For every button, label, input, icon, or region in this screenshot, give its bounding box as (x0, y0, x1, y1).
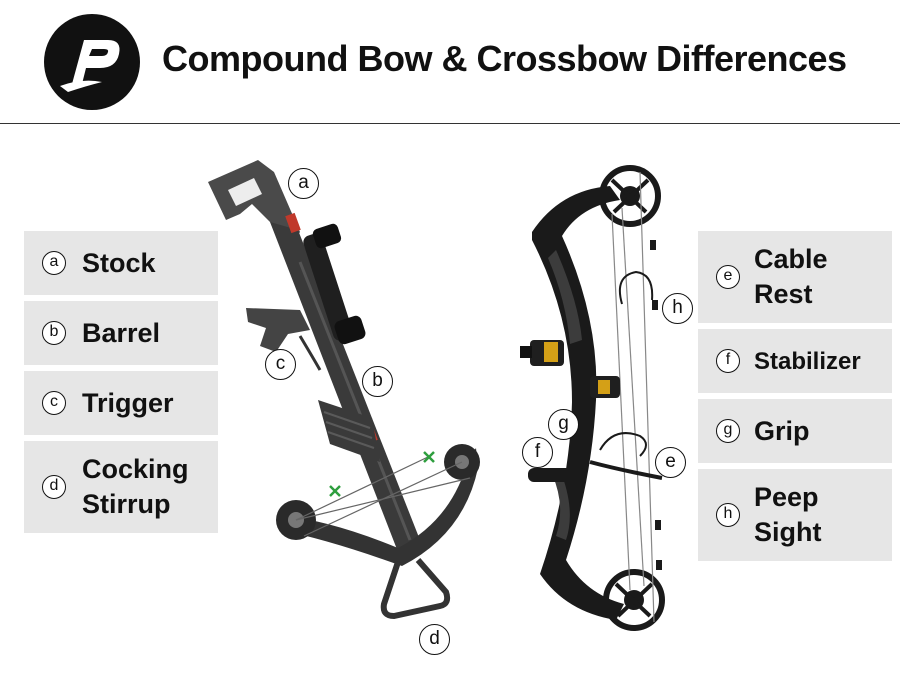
callout-h: h (662, 293, 693, 324)
callout-f: f (522, 437, 553, 468)
callout-c: c (265, 349, 296, 380)
crossbow-limbs (280, 448, 478, 566)
label-text: Grip (754, 415, 810, 446)
letter-badge: b (42, 321, 66, 345)
label-peep-sight: h Peep Sight (698, 469, 892, 561)
crossbow-illustration (208, 160, 480, 620)
brand-logo-icon (44, 14, 140, 110)
label-barrel: b Barrel (24, 301, 218, 365)
label-cable-rest: e Cable Rest (698, 231, 892, 323)
label-cocking-stirrup: d Cocking Stirrup (24, 441, 218, 533)
letter-badge: d (42, 475, 66, 499)
label-trigger: c Trigger (24, 371, 218, 435)
crossbow-scope (303, 223, 366, 345)
callout-b: b (362, 366, 393, 397)
label-stabilizer: f Stabilizer (698, 329, 892, 393)
crossbow-stirrup (380, 558, 451, 620)
callout-a: a (288, 168, 319, 199)
label-grip: g Grip (698, 399, 892, 463)
letter-badge: f (716, 349, 740, 373)
letter-badge: h (716, 503, 740, 527)
letter-badge: a (42, 251, 66, 275)
callout-d: d (419, 624, 450, 655)
label-text: Stock (82, 247, 156, 278)
crossbow-stock (208, 160, 300, 244)
letter-badge: g (716, 419, 740, 443)
callout-g: g (548, 409, 579, 440)
label-text: Peep Sight (754, 482, 822, 547)
header-divider (0, 123, 900, 124)
letter-badge: c (42, 391, 66, 415)
header: Compound Bow & Crossbow Differences (0, 0, 900, 124)
crossbow-trigger-grip (246, 308, 310, 352)
compound-bow-illustration (520, 165, 665, 631)
bow-sight (520, 340, 564, 366)
label-text: Cocking Stirrup (82, 454, 189, 519)
callout-e: e (655, 447, 686, 478)
label-stock: a Stock (24, 231, 218, 295)
bow-arrow-rest (590, 376, 620, 398)
label-text: Stabilizer (754, 347, 861, 375)
bow-riser (532, 186, 624, 620)
page-title: Compound Bow & Crossbow Differences (162, 38, 847, 79)
label-text: Barrel (82, 317, 161, 348)
letter-badge: e (716, 265, 740, 289)
bow-stabilizer (528, 468, 586, 482)
label-text: Trigger (82, 387, 174, 418)
label-text: Cable Rest (754, 244, 828, 309)
